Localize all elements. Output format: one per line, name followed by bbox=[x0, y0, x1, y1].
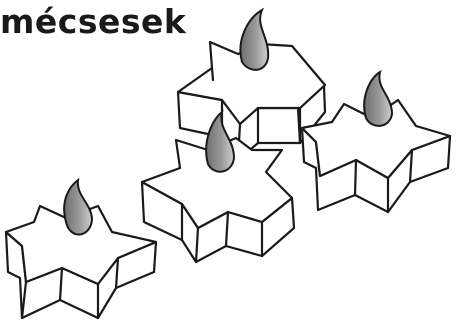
flame-icon bbox=[239, 7, 270, 71]
flame-icon bbox=[63, 177, 94, 236]
product-title: mécsesek bbox=[0, 2, 187, 41]
flame-icon bbox=[363, 69, 394, 127]
flame-icon bbox=[205, 109, 236, 173]
star-candle-left bbox=[4, 204, 158, 320]
star-candle-right bbox=[300, 98, 452, 214]
star-candle-center bbox=[140, 136, 296, 264]
star-candle-back bbox=[176, 40, 327, 162]
